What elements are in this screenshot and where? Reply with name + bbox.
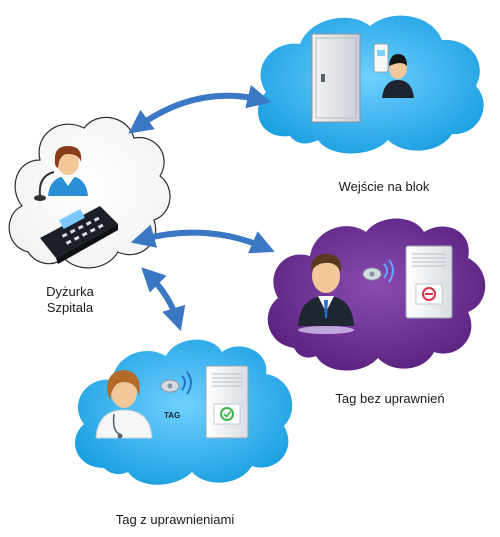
microphone-icon bbox=[34, 171, 55, 201]
door-icon bbox=[311, 33, 361, 123]
tag-text: TAG bbox=[164, 411, 180, 420]
businessman-icon bbox=[298, 254, 354, 334]
doctor-icon bbox=[95, 370, 153, 439]
arrow-desk-to-with-permission bbox=[141, 267, 186, 332]
arrow-desk-to-no-permission bbox=[130, 224, 275, 254]
cloud-tag-with-permission bbox=[74, 339, 293, 485]
person-icon bbox=[382, 54, 414, 98]
label-tag-no-permission: Tag bez uprawnień bbox=[335, 391, 445, 406]
reader-denied-icon bbox=[405, 245, 453, 319]
intercom-console-icon bbox=[40, 206, 118, 264]
label-hospital-desk-line1: Dyżurka bbox=[46, 284, 94, 299]
rfid-tag-icon bbox=[362, 259, 394, 283]
reader-granted-icon bbox=[205, 365, 249, 439]
label-hospital-desk-line2: Szpitala bbox=[46, 300, 94, 315]
label-hospital-desk: Dyżurka Szpitala bbox=[25, 284, 115, 316]
rfid-tag-icon bbox=[160, 371, 192, 395]
arrow-desk-to-block bbox=[128, 84, 272, 134]
label-tag-with-permission: Tag z uprawnieniami bbox=[115, 512, 235, 527]
cloud-tag-no-permission bbox=[267, 218, 486, 371]
connector-arrows bbox=[128, 84, 275, 332]
cloud-hospital-desk bbox=[8, 116, 171, 269]
nurse-icon bbox=[48, 146, 88, 196]
cloud-block-entrance bbox=[258, 15, 484, 154]
label-block-entrance: Wejście na blok bbox=[338, 179, 430, 194]
card-reader-icon bbox=[373, 43, 389, 73]
